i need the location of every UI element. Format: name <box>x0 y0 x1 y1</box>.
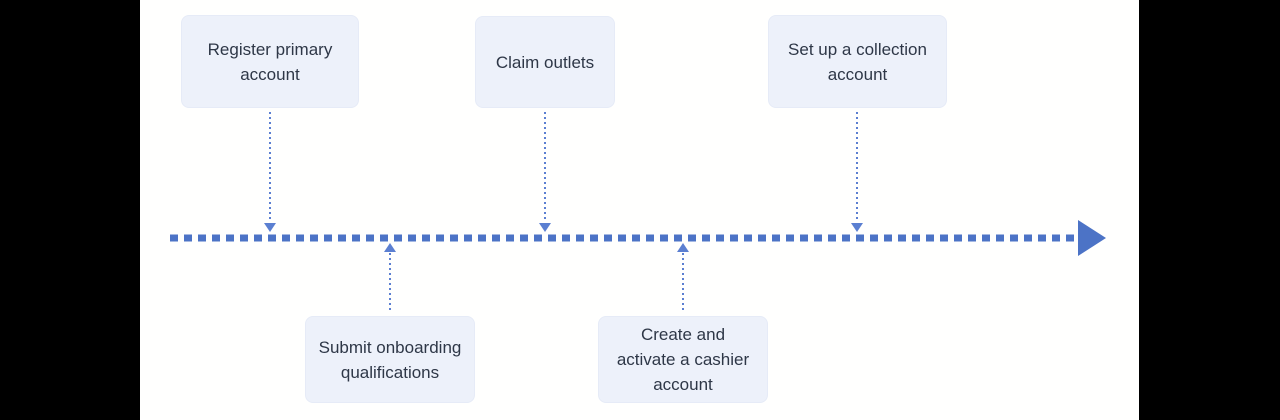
letterbox-right <box>1139 0 1280 420</box>
letterbox-left <box>0 0 140 420</box>
timeline-node-register-primary-account: Register primary account <box>181 15 359 108</box>
timeline-node-label: Submit onboarding qualifications <box>318 337 462 382</box>
timeline-node-label: Register primary account <box>207 39 333 84</box>
timeline-node-create-and-activate-a-cashier-account: Create and activate a cashier account <box>598 316 768 403</box>
timeline-node-label: Set up a collection account <box>788 39 927 84</box>
timeline-node-label: Create and activate a cashier account <box>616 325 750 394</box>
timeline-node-submit-onboarding-qualifications: Submit onboarding qualifications <box>305 316 475 403</box>
timeline-node-set-up-a-collection-account: Set up a collection account <box>768 15 947 108</box>
timeline-node-label: Claim outlets <box>495 52 595 72</box>
timeline-node-claim-outlets: Claim outlets <box>475 16 615 108</box>
